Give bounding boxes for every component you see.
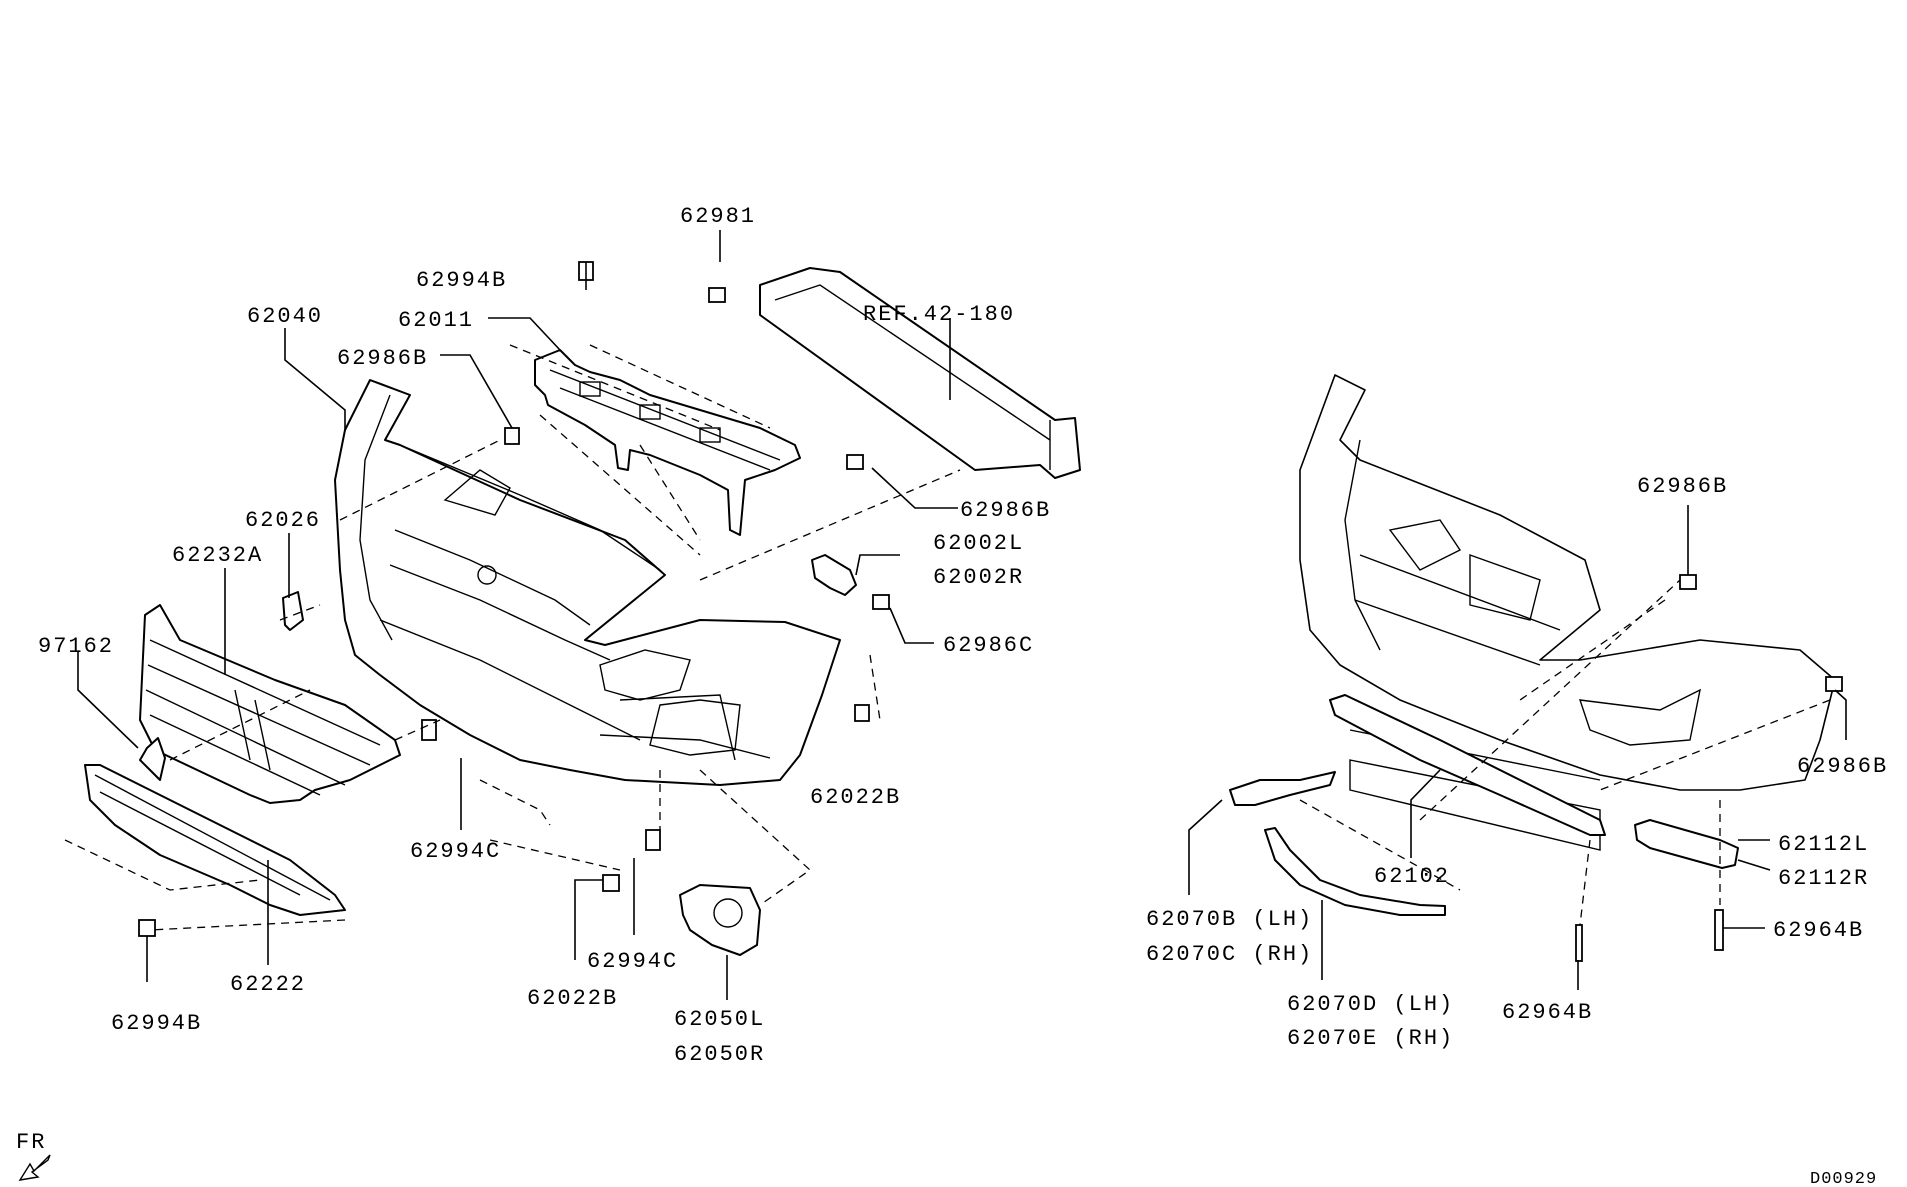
- label-62070e: 62070E (RH): [1287, 1026, 1454, 1051]
- label-62994c-b: 62994C: [587, 949, 678, 974]
- mitsubishi-emblem: [139, 737, 166, 781]
- label-62994b-top: 62994B: [416, 268, 507, 293]
- label-62050l: 62050L: [674, 1007, 765, 1032]
- label-62070d: 62070D (LH): [1287, 992, 1454, 1017]
- label-62022b-r: 62022B: [810, 785, 901, 810]
- label-62011: 62011: [398, 308, 474, 333]
- side-bracket: [811, 554, 857, 596]
- label-62964b-b: 62964B: [1502, 1000, 1593, 1025]
- label-62964b-a: 62964B: [1773, 918, 1864, 943]
- label-62981: 62981: [680, 204, 756, 229]
- part-labels: 62981 62994B 62040 62011 62986B REF.42-1…: [38, 204, 1888, 1067]
- label-62232a: 62232A: [172, 543, 263, 568]
- lower-cross-member: [1329, 694, 1606, 836]
- front-arrow-icon: [18, 1154, 51, 1181]
- label-ref: REF.42-180: [863, 302, 1015, 327]
- side-molding: [1229, 771, 1336, 806]
- label-62002l: 62002L: [933, 531, 1024, 556]
- label-62002r: 62002R: [933, 565, 1024, 590]
- dashed-guides-right: [1299, 579, 1831, 926]
- fasteners-right: [1575, 574, 1843, 962]
- label-62050r: 62050R: [674, 1042, 765, 1067]
- dashed-guides-left: [64, 344, 961, 931]
- label-62986b-d: 62986B: [1797, 754, 1888, 779]
- side-reflector: [1634, 819, 1739, 869]
- label-62986c: 62986C: [943, 633, 1034, 658]
- label-62070c: 62070C (RH): [1146, 942, 1313, 967]
- label-97162: 97162: [38, 634, 114, 659]
- front-direction-indicator: FR: [16, 1130, 51, 1181]
- label-62986b-a: 62986B: [337, 346, 428, 371]
- label-62994c-a: 62994C: [410, 839, 501, 864]
- lower-lip-strip: [1264, 827, 1446, 916]
- label-62994b-bot: 62994B: [111, 1011, 202, 1036]
- label-62222: 62222: [230, 972, 306, 997]
- fog-lamp-cover: [679, 884, 761, 956]
- fasteners-left: [138, 261, 890, 937]
- upper-bracket: [534, 349, 801, 536]
- label-62022b-b: 62022B: [527, 986, 618, 1011]
- emblem-plate: [282, 591, 304, 631]
- front-bumper-fascia: [334, 379, 841, 786]
- label-62112r: 62112R: [1778, 866, 1869, 891]
- lower-grille: [84, 764, 346, 916]
- label-62070b: 62070B (LH): [1146, 907, 1313, 932]
- drawing-number: D00929: [1810, 1170, 1877, 1187]
- label-62112l: 62112L: [1778, 832, 1869, 857]
- label-62102: 62102: [1374, 864, 1450, 889]
- leader-lines-right: [1188, 505, 1847, 990]
- leader-lines-left: [77, 230, 958, 1000]
- front-indicator-label: FR: [16, 1130, 46, 1155]
- label-62040: 62040: [247, 304, 323, 329]
- bumper-reinforcement: [759, 267, 1081, 479]
- label-62986b-b: 62986B: [960, 498, 1051, 523]
- label-62026: 62026: [245, 508, 321, 533]
- bumper-rear-view: [1299, 374, 1836, 851]
- label-62986b-c: 62986B: [1637, 474, 1728, 499]
